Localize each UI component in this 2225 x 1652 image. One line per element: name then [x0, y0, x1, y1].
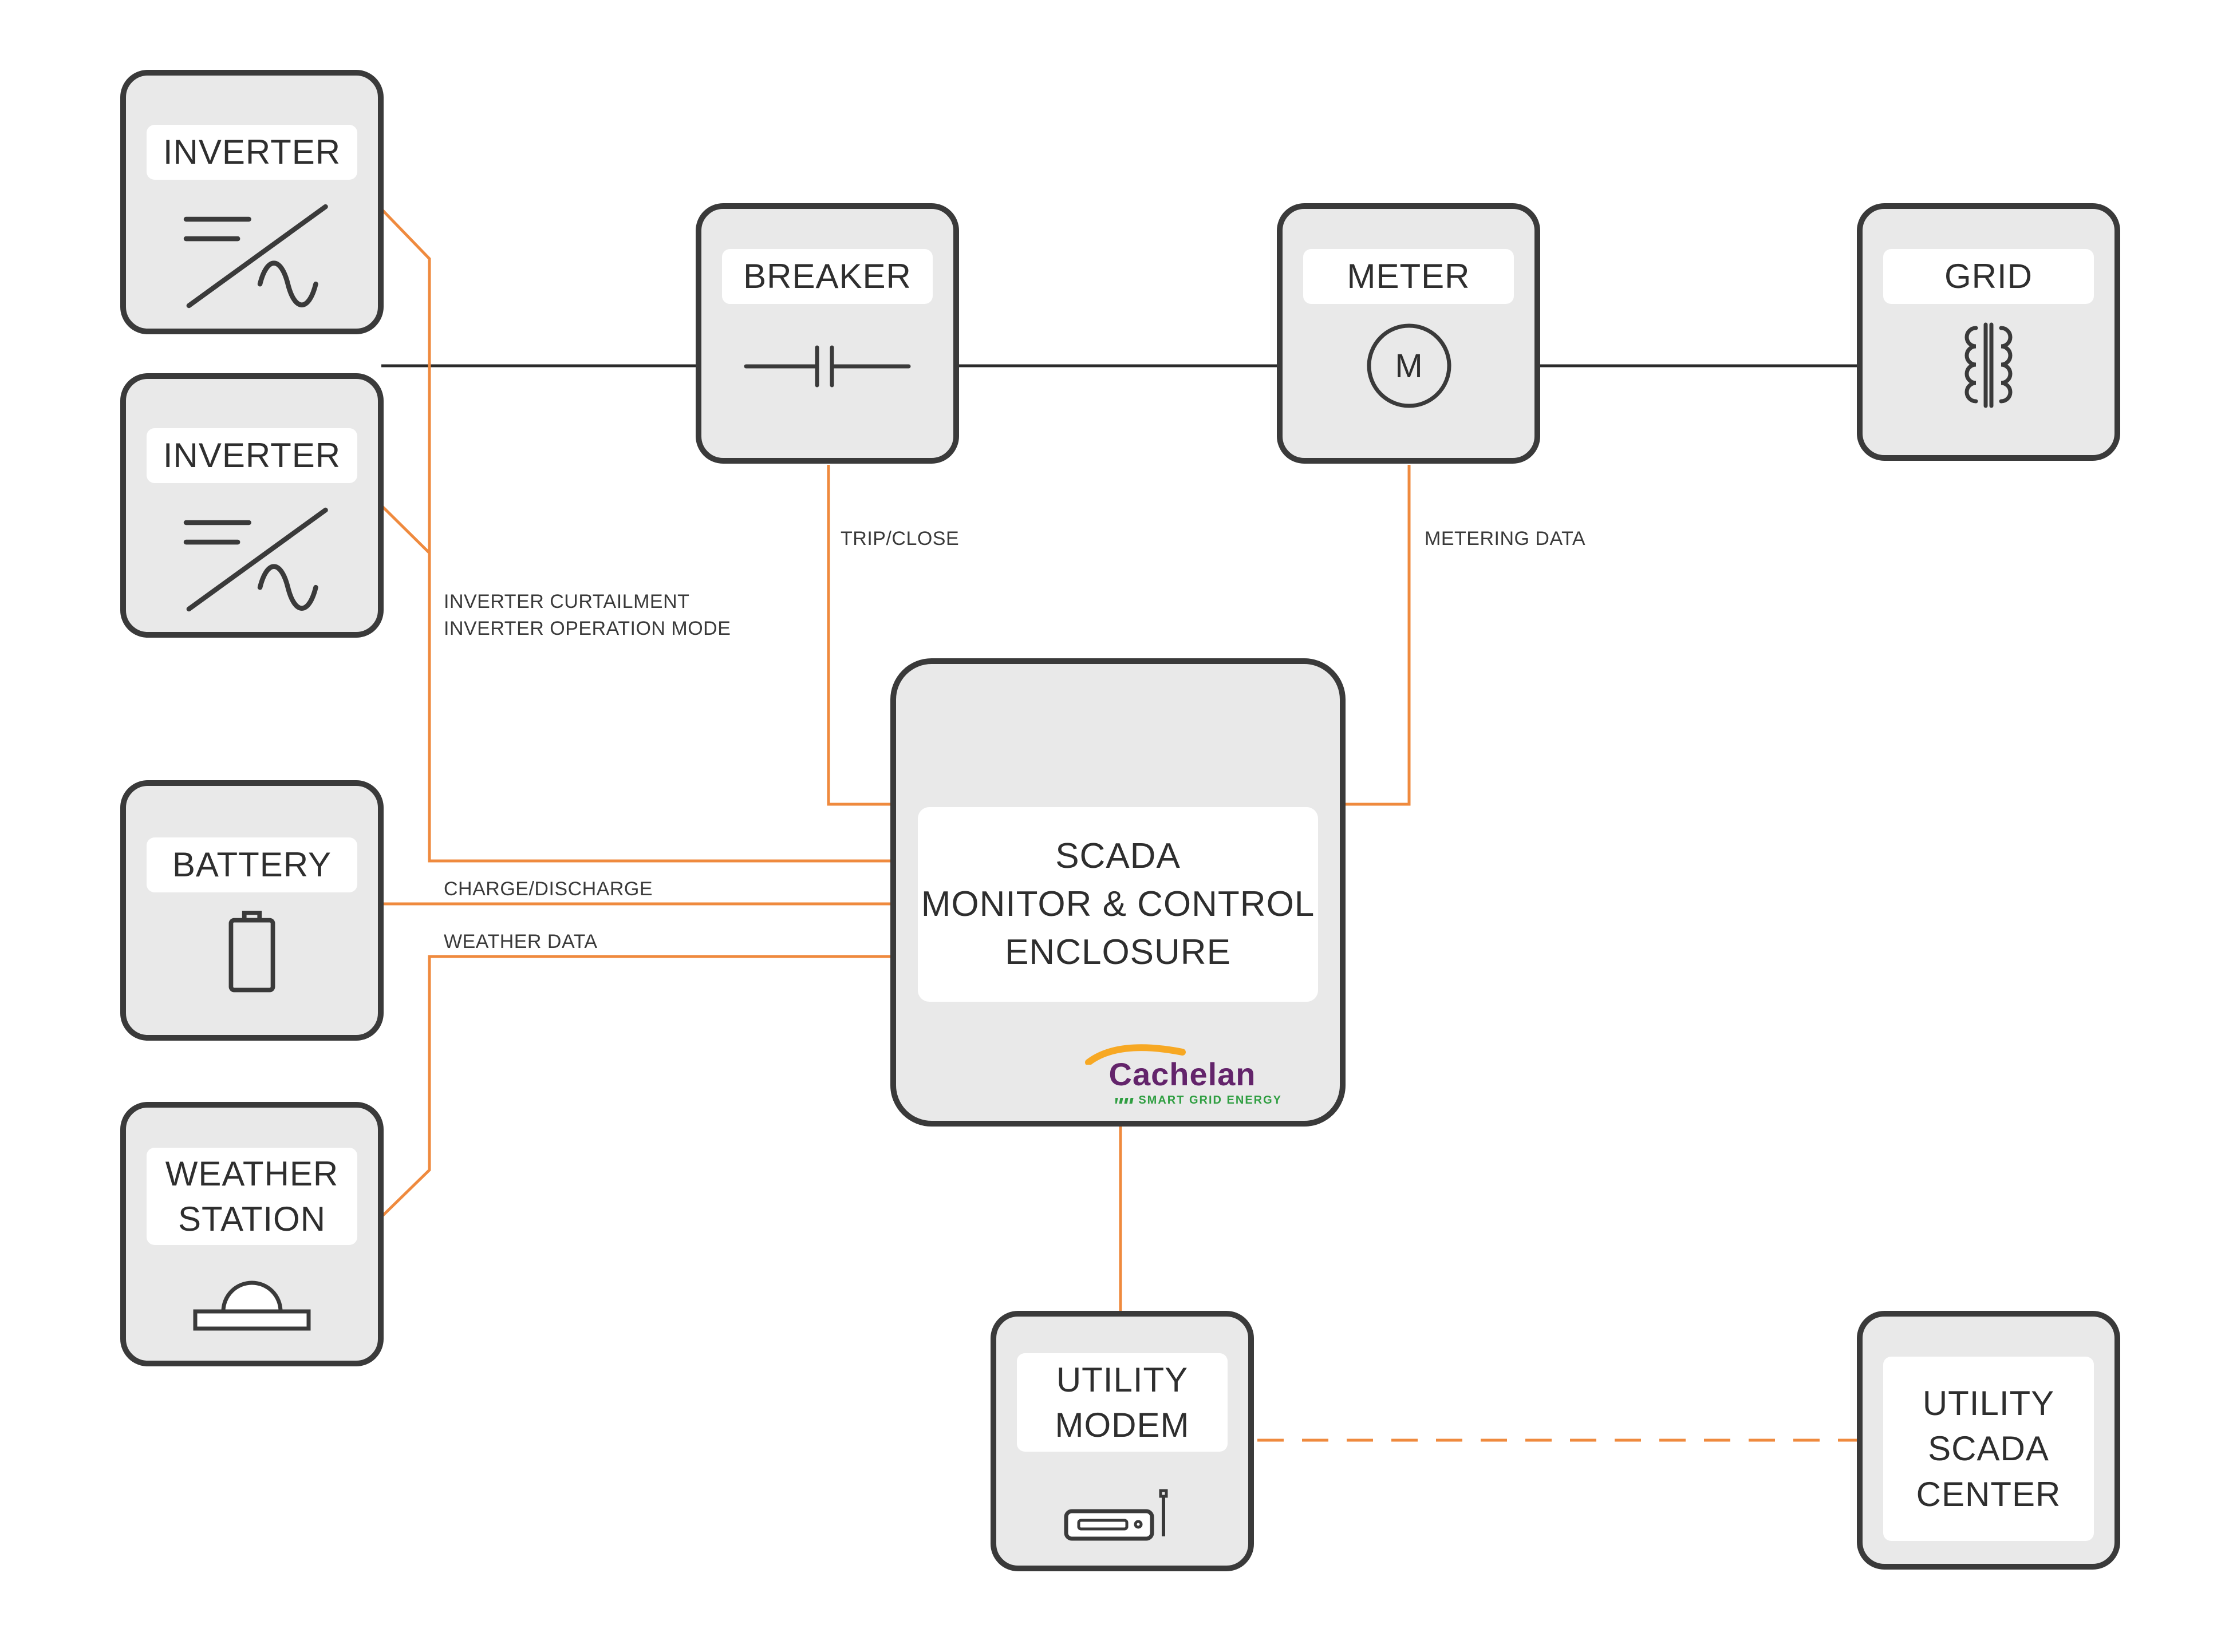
logo-swoosh-icon — [1085, 1044, 1186, 1065]
weather-data-line — [380, 955, 894, 1218]
node-breaker: BREAKER — [696, 203, 959, 464]
node-battery: BATTERY — [120, 780, 384, 1041]
node-utility-scada-center: UTILITY SCADA CENTER — [1857, 1311, 2120, 1570]
cachelan-logo: Cachelan SMART GRID ENERGY — [1068, 1044, 1297, 1107]
breaker-trip-close-line — [827, 465, 894, 806]
logo-tagline-text: SMART GRID ENERGY — [1138, 1094, 1282, 1106]
node-label: WEATHER STATION — [147, 1148, 357, 1245]
node-label: UTILITY MODEM — [1017, 1353, 1228, 1452]
edge-label-inverter-control: INVERTER CURTAILMENT INVERTER OPERATION … — [444, 591, 731, 639]
node-label: BATTERY — [147, 837, 357, 892]
inverter-icon — [183, 204, 328, 309]
edge-label-trip-close: TRIP/CLOSE — [841, 528, 960, 550]
logo-tagline-bars-icon — [1115, 1097, 1134, 1104]
edge-label-weather-data: WEATHER DATA — [444, 931, 598, 953]
grid-transformer-icon — [1964, 322, 2013, 408]
inverter-icon — [183, 507, 328, 612]
inverter1-control-line — [380, 208, 894, 863]
meter-dial-letter: M — [1395, 347, 1423, 385]
node-label: UTILITY SCADA CENTER — [1883, 1357, 2094, 1541]
edge-label-charge-discharge: CHARGE/DISCHARGE — [444, 878, 653, 900]
meter-data-line — [1342, 465, 1411, 806]
breaker-contact-icon — [744, 345, 911, 388]
node-scada-enclosure: SCADA MONITOR & CONTROL ENCLOSURE Cachel… — [890, 658, 1346, 1127]
node-label: INVERTER — [147, 125, 357, 180]
meter-dial-icon: M — [1363, 320, 1455, 412]
node-meter: METER M — [1277, 203, 1540, 464]
node-label: BREAKER — [722, 249, 933, 304]
node-label: METER — [1303, 249, 1514, 304]
weather-station-icon — [193, 1281, 311, 1331]
node-inverter-2: INVERTER — [120, 373, 384, 638]
node-label: GRID — [1883, 249, 2094, 304]
node-utility-modem: UTILITY MODEM — [991, 1311, 1254, 1571]
edge-label-metering-data: METERING DATA — [1425, 528, 1586, 550]
inverter2-control-line — [380, 504, 431, 554]
node-weather-station: WEATHER STATION — [120, 1102, 384, 1366]
modem-icon — [1064, 1489, 1168, 1541]
node-label: SCADA MONITOR & CONTROL ENCLOSURE — [918, 807, 1318, 1002]
node-grid: GRID — [1857, 203, 2120, 461]
node-label: INVERTER — [147, 428, 357, 483]
battery-icon — [228, 911, 275, 993]
logo-brand-text: Cachelan — [1108, 1056, 1256, 1092]
node-inverter-1: INVERTER — [120, 70, 384, 334]
